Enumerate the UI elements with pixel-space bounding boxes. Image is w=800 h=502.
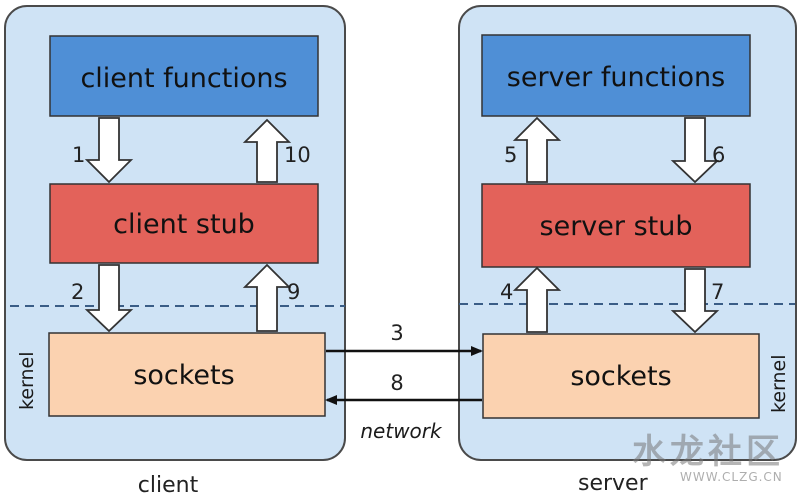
arrow-step-5 [512, 116, 562, 183]
step-2-label: 2 [71, 280, 84, 304]
arrow-step-4 [512, 266, 562, 333]
watermark-url: WWW.CLZG.CN [680, 470, 783, 484]
step-10-label: 10 [284, 143, 311, 167]
client-sockets-label: sockets [133, 360, 234, 391]
arrow-step-7 [670, 268, 720, 334]
arrow-step-9 [242, 263, 292, 332]
arrow-step-2 [84, 264, 134, 333]
client-stub-label: client stub [113, 209, 255, 240]
step-9-label: 9 [287, 280, 300, 304]
client-functions-box [49, 35, 319, 117]
watermark: 水龙社区 WWW.CLZG.CN [632, 424, 800, 502]
client-stub-box [49, 183, 319, 264]
step-4-label: 4 [500, 280, 513, 304]
server-sockets-box [482, 333, 760, 419]
client-label: client [138, 473, 199, 498]
server-sockets-label: sockets [570, 361, 671, 392]
watermark-chars: 水龙社区 [632, 432, 784, 472]
client-sockets-box [48, 332, 326, 417]
server-kernel-label: kernel [768, 354, 790, 413]
network-label: network [360, 419, 443, 443]
client-kernel-label: kernel [16, 351, 38, 410]
arrow-step-10 [242, 118, 292, 183]
step-7-label: 7 [711, 280, 724, 304]
server-label: server [578, 471, 649, 496]
step-8-label: 8 [390, 371, 403, 395]
server-stub-label: server stub [540, 211, 693, 242]
server-functions-box [481, 34, 751, 117]
step-6-label: 6 [712, 143, 725, 167]
server-stub-box [481, 183, 751, 268]
server-functions-label: server functions [507, 62, 725, 93]
arrow-step-6 [670, 117, 720, 184]
client-functions-label: client functions [80, 63, 287, 94]
step-3-label: 3 [390, 321, 403, 345]
arrow-step-1 [84, 117, 134, 184]
step-5-label: 5 [504, 143, 517, 167]
step-1-label: 1 [72, 143, 85, 167]
